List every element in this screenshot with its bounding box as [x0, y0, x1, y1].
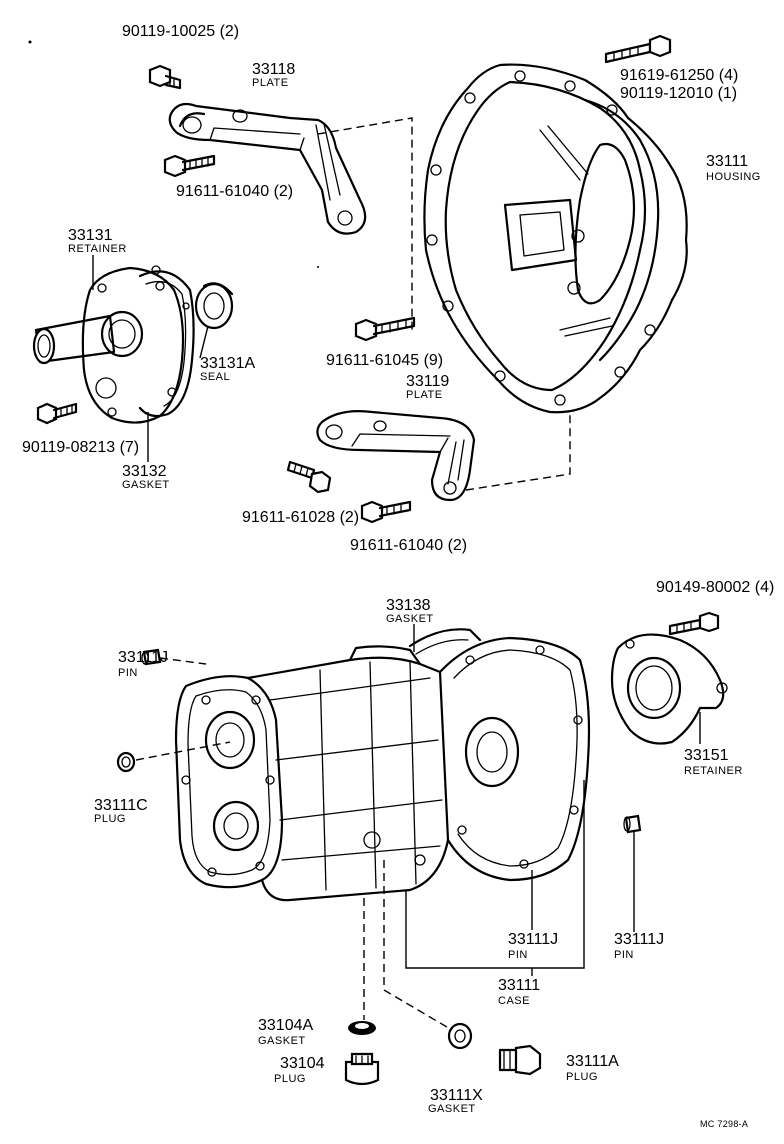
label-pin-33111j-mid-number: 33111J — [508, 931, 559, 948]
label-gasket-33104a-name: GASKET — [258, 1035, 306, 1047]
stray-dot-2 — [317, 266, 319, 268]
label-plate-33118-number: 33118 — [252, 61, 296, 78]
plate-33118-drawing — [168, 102, 367, 235]
gasket-33104a-drawing — [348, 1021, 376, 1035]
retainer-33131-drawing — [32, 266, 185, 424]
label-seal-33131a-name: SEAL — [200, 371, 231, 383]
dashed-leader-plug-33111c — [135, 741, 231, 761]
clutch-housing-33111-drawing — [423, 63, 688, 414]
bolt-91611-61040-top-drawing — [163, 154, 216, 178]
dashed-leader-pin-top — [159, 657, 207, 665]
seal-33131a-drawing — [194, 282, 234, 330]
label-plate-33119-name: PLATE — [406, 389, 443, 401]
bolt-91611-61040-bottom-drawing — [360, 500, 412, 524]
plug-33111c-drawing — [116, 751, 136, 773]
label-bolt-91611-61045: 91611-61045 (9) — [326, 352, 444, 369]
label-plug-33111c-name: PLUG — [94, 813, 126, 825]
plug-33104-drawing — [344, 1052, 380, 1086]
label-case-name: CASE — [498, 995, 530, 1007]
label-retainer-33151-name: RETAINER — [684, 765, 743, 777]
label-retainer-33131-name: RETAINER — [68, 243, 127, 255]
label-gasket-33111x-number: 33111X — [430, 1087, 483, 1104]
bolt-91611-61045-drawing — [354, 316, 416, 342]
gasket-33132-drawing — [138, 265, 195, 418]
label-retainer-33151-number: 33151 — [684, 747, 729, 764]
label-plug-33104-number: 33104 — [280, 1055, 325, 1072]
leader-33131a — [199, 325, 209, 359]
dashed-leader-33111x — [383, 860, 453, 1031]
label-plug-33111a-number: 33111A — [566, 1053, 619, 1070]
label-pin-33111j-top-number: 33111J — [118, 649, 169, 666]
label-pin-33111j-right-name: PIN — [614, 949, 634, 961]
bolt-91619-61250-drawing — [604, 34, 672, 64]
label-gasket-33138-name: GASKET — [386, 613, 434, 625]
label-gasket-33132-number: 33132 — [122, 463, 167, 480]
dashed-leader-plate-housing — [317, 117, 413, 330]
label-plate-33119-number: 33119 — [406, 373, 450, 390]
figure-code: MC 7298-A — [700, 1119, 749, 1129]
plug-33111a-drawing — [498, 1044, 542, 1076]
label-bolt-90149-80002: 90149-80002 (4) — [656, 579, 775, 596]
label-plug-33111c-number: 33111C — [94, 797, 148, 814]
dashed-leader-plate-33119 — [465, 412, 571, 491]
pin-33111j-top-drawing — [141, 648, 162, 666]
label-plug-33111a-name: PLUG — [566, 1071, 598, 1083]
label-pin-33111j-top-name: PIN — [118, 667, 138, 679]
label-seal-33131a-number: 33131A — [200, 355, 256, 372]
bolt-90119-08213-drawing — [36, 402, 78, 425]
label-housing-number: 33111 — [706, 153, 749, 170]
label-bolt-91611-61028: 91611-61028 (2) — [242, 509, 360, 526]
plate-33119-drawing — [316, 410, 476, 502]
label-bolt-90119-10025: 90119-10025 (2) — [122, 23, 240, 40]
label-gasket-33132-name: GASKET — [122, 479, 170, 491]
retainer-33151-drawing — [610, 633, 728, 745]
case-leader-bracket — [405, 780, 585, 969]
label-housing-name: HOUSING — [706, 171, 761, 183]
bolt-90149-80002-drawing — [668, 611, 720, 636]
label-case-number: 33111 — [498, 977, 541, 994]
pin-33111j-right-drawing — [623, 814, 642, 834]
label-gasket-33138-number: 33138 — [386, 597, 431, 614]
bolt-90119-10025-drawing — [148, 64, 182, 90]
label-pin-33111j-mid-name: PIN — [508, 949, 528, 961]
label-pin-33111j-right-number: 33111J — [614, 931, 665, 948]
transmission-case-33111-drawing — [174, 636, 591, 902]
gasket-33111x-drawing — [447, 1022, 473, 1050]
gasket-33138-drawing — [408, 624, 482, 655]
bolt-91611-61028-drawing — [286, 460, 332, 494]
label-bolt-90119-12010: 90119-12010 (1) — [620, 85, 738, 102]
label-plug-33104-name: PLUG — [274, 1073, 306, 1085]
label-bolt-91611-61040-bottom: 91611-61040 (2) — [350, 537, 468, 554]
label-plate-33118-name: PLATE — [252, 77, 289, 89]
label-bolt-90119-08213: 90119-08213 (7) — [22, 439, 140, 456]
stray-dot-1 — [28, 40, 32, 44]
label-gasket-33104a-number: 33104A — [258, 1017, 314, 1034]
label-gasket-33111x-name: GASKET — [428, 1103, 476, 1115]
label-retainer-33131-number: 33131 — [68, 227, 113, 244]
label-bolt-91611-61040-top: 91611-61040 (2) — [176, 183, 294, 200]
label-bolt-91619-61250: 91619-61250 (4) — [620, 67, 739, 84]
